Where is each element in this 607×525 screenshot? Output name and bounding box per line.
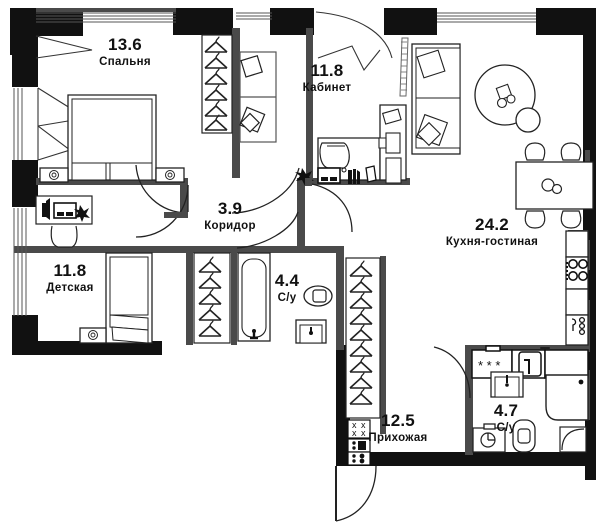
kitchen-round-table <box>474 64 541 133</box>
toilet-bath1 <box>303 285 333 307</box>
room-area-bathroom-main: 4.4 <box>274 271 300 290</box>
room-label-bedroom: 13.6 Спальня <box>65 36 185 68</box>
room-area-bedroom: 13.6 <box>108 35 142 54</box>
kitchen-dining-set <box>515 142 594 229</box>
living-sofa <box>411 43 461 155</box>
room-name-bathroom-main: С/у <box>277 291 297 304</box>
bath2-corner-door <box>559 426 587 453</box>
wall-panel <box>399 37 409 97</box>
room-label-corridor: 3.9 Коридор <box>170 200 290 232</box>
room-label-bathroom-2: 4.7 С/у <box>466 402 546 434</box>
room-name-bathroom-2: С/у <box>496 421 516 434</box>
bedroom-furniture <box>39 94 185 183</box>
room-area-hallway: 12.5 <box>381 411 415 430</box>
room-name-kitchen: Кухня-гостиная <box>445 235 539 248</box>
kids-room-furniture <box>79 252 153 344</box>
room-name-study: Кабинет <box>302 81 352 94</box>
room-name-hallway: Прихожая <box>368 431 428 444</box>
door-swings <box>135 164 471 522</box>
room-area-study: 11.8 <box>310 61 344 80</box>
kitchen-counters <box>565 230 589 346</box>
study-desk-items <box>295 165 377 186</box>
shower-tray <box>545 374 589 421</box>
kitchen-sink-icon <box>571 316 586 336</box>
room-label-kids: 11.8 Детская <box>12 262 128 294</box>
bath2-washbasin <box>490 371 524 398</box>
room-area-corridor: 3.9 <box>217 199 243 218</box>
left-window-glazing <box>13 88 27 316</box>
washbasin-bath1 <box>295 319 327 344</box>
room-area-kitchen: 24.2 <box>475 215 509 234</box>
bathtub <box>237 252 271 342</box>
svg-text:* * *: * * * <box>478 358 500 373</box>
washing-machine-icon: * * * <box>478 358 500 373</box>
shower-cabin-small <box>518 347 550 377</box>
room-name-corridor: Коридор <box>204 219 256 232</box>
window-glazing <box>36 12 536 23</box>
bath2-toilet <box>512 419 536 453</box>
study-daybed <box>239 51 277 143</box>
bathroom-wardrobe-hangers <box>193 252 231 344</box>
svg-text:x: x <box>352 420 357 430</box>
bath2-appliance <box>472 423 506 453</box>
room-label-kitchen: 24.2 Кухня-гостиная <box>412 216 572 248</box>
hallway-wardrobe <box>345 257 381 419</box>
room-label-hallway: 12.5 Прихожая <box>340 412 456 444</box>
room-label-study: 11.8 Кабинет <box>267 62 387 94</box>
room-name-bedroom: Спальня <box>99 55 151 68</box>
misc-wall-stubs <box>164 178 344 254</box>
room-area-bathroom-2: 4.7 <box>493 401 519 420</box>
room-area-kids: 11.8 <box>53 261 87 280</box>
svg-text:x: x <box>361 428 366 438</box>
bedroom-wardrobe <box>201 34 233 134</box>
svg-text:x: x <box>361 420 366 430</box>
room-name-kids: Детская <box>46 281 94 294</box>
cooktop-icon <box>566 258 588 281</box>
room-label-bathroom-main: 4.4 С/у <box>247 272 327 304</box>
kids-tv-console <box>35 195 93 248</box>
svg-text:x: x <box>352 428 357 438</box>
balcony-door-swing <box>35 11 393 161</box>
